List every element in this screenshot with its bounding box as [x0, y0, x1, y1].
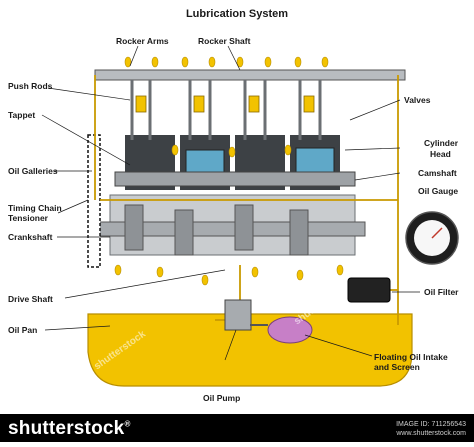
label-cylinder-head-1: Cylinder	[424, 138, 459, 148]
label-rocker-shaft: Rocker Shaft	[198, 36, 251, 46]
label-cylinder-head-2: Head	[430, 149, 451, 159]
label-timing-chain-2: Tensioner	[8, 213, 48, 223]
valve-springs	[135, 95, 315, 113]
label-crankshaft: Crankshaft	[8, 232, 53, 242]
label-tappet: Tappet	[8, 110, 36, 120]
camshaft	[114, 171, 356, 187]
image-id: IMAGE ID: 711256543	[396, 421, 466, 428]
timing-chain-tensioner	[87, 134, 101, 268]
oil-gauge	[405, 211, 459, 265]
oil-drops	[114, 56, 344, 286]
label-rocker-arms: Rocker Arms	[116, 36, 169, 46]
label-valves: Valves	[404, 95, 431, 105]
label-oil-pump: Oil Pump	[203, 393, 241, 403]
brand-logo: shutterstock®	[8, 418, 131, 439]
label-oil-filter: Oil Filter	[424, 287, 459, 297]
oil-filter	[347, 277, 391, 303]
label-push-rods: Push Rods	[8, 81, 53, 91]
label-oil-galleries: Oil Galleries	[8, 166, 58, 176]
floating-oil-intake-screen	[267, 316, 313, 344]
label-camshaft: Camshaft	[418, 168, 457, 178]
push-rods	[130, 80, 322, 140]
label-drive-shaft: Drive Shaft	[8, 294, 53, 304]
rocker-shaft	[94, 69, 406, 81]
label-oil-pan: Oil Pan	[8, 325, 38, 335]
leader-lines	[41, 45, 420, 361]
oil-pan	[87, 313, 413, 387]
image-meta: IMAGE ID: 711256543 www.shutterstock.com	[396, 420, 466, 438]
diagram-title: Lubrication System	[185, 8, 289, 20]
label-floating-2: and Screen	[374, 362, 420, 372]
label-floating-1: Floating Oil Intake	[374, 352, 448, 362]
site-url: www.shutterstock.com	[396, 430, 466, 437]
crankshaft	[94, 204, 366, 256]
footer-bar: shutterstock® IMAGE ID: 711256543 www.sh…	[0, 414, 474, 442]
oil-pump	[224, 299, 252, 331]
label-timing-chain-1: Timing Chain	[8, 203, 62, 213]
label-oil-gauge: Oil Gauge	[418, 186, 459, 196]
